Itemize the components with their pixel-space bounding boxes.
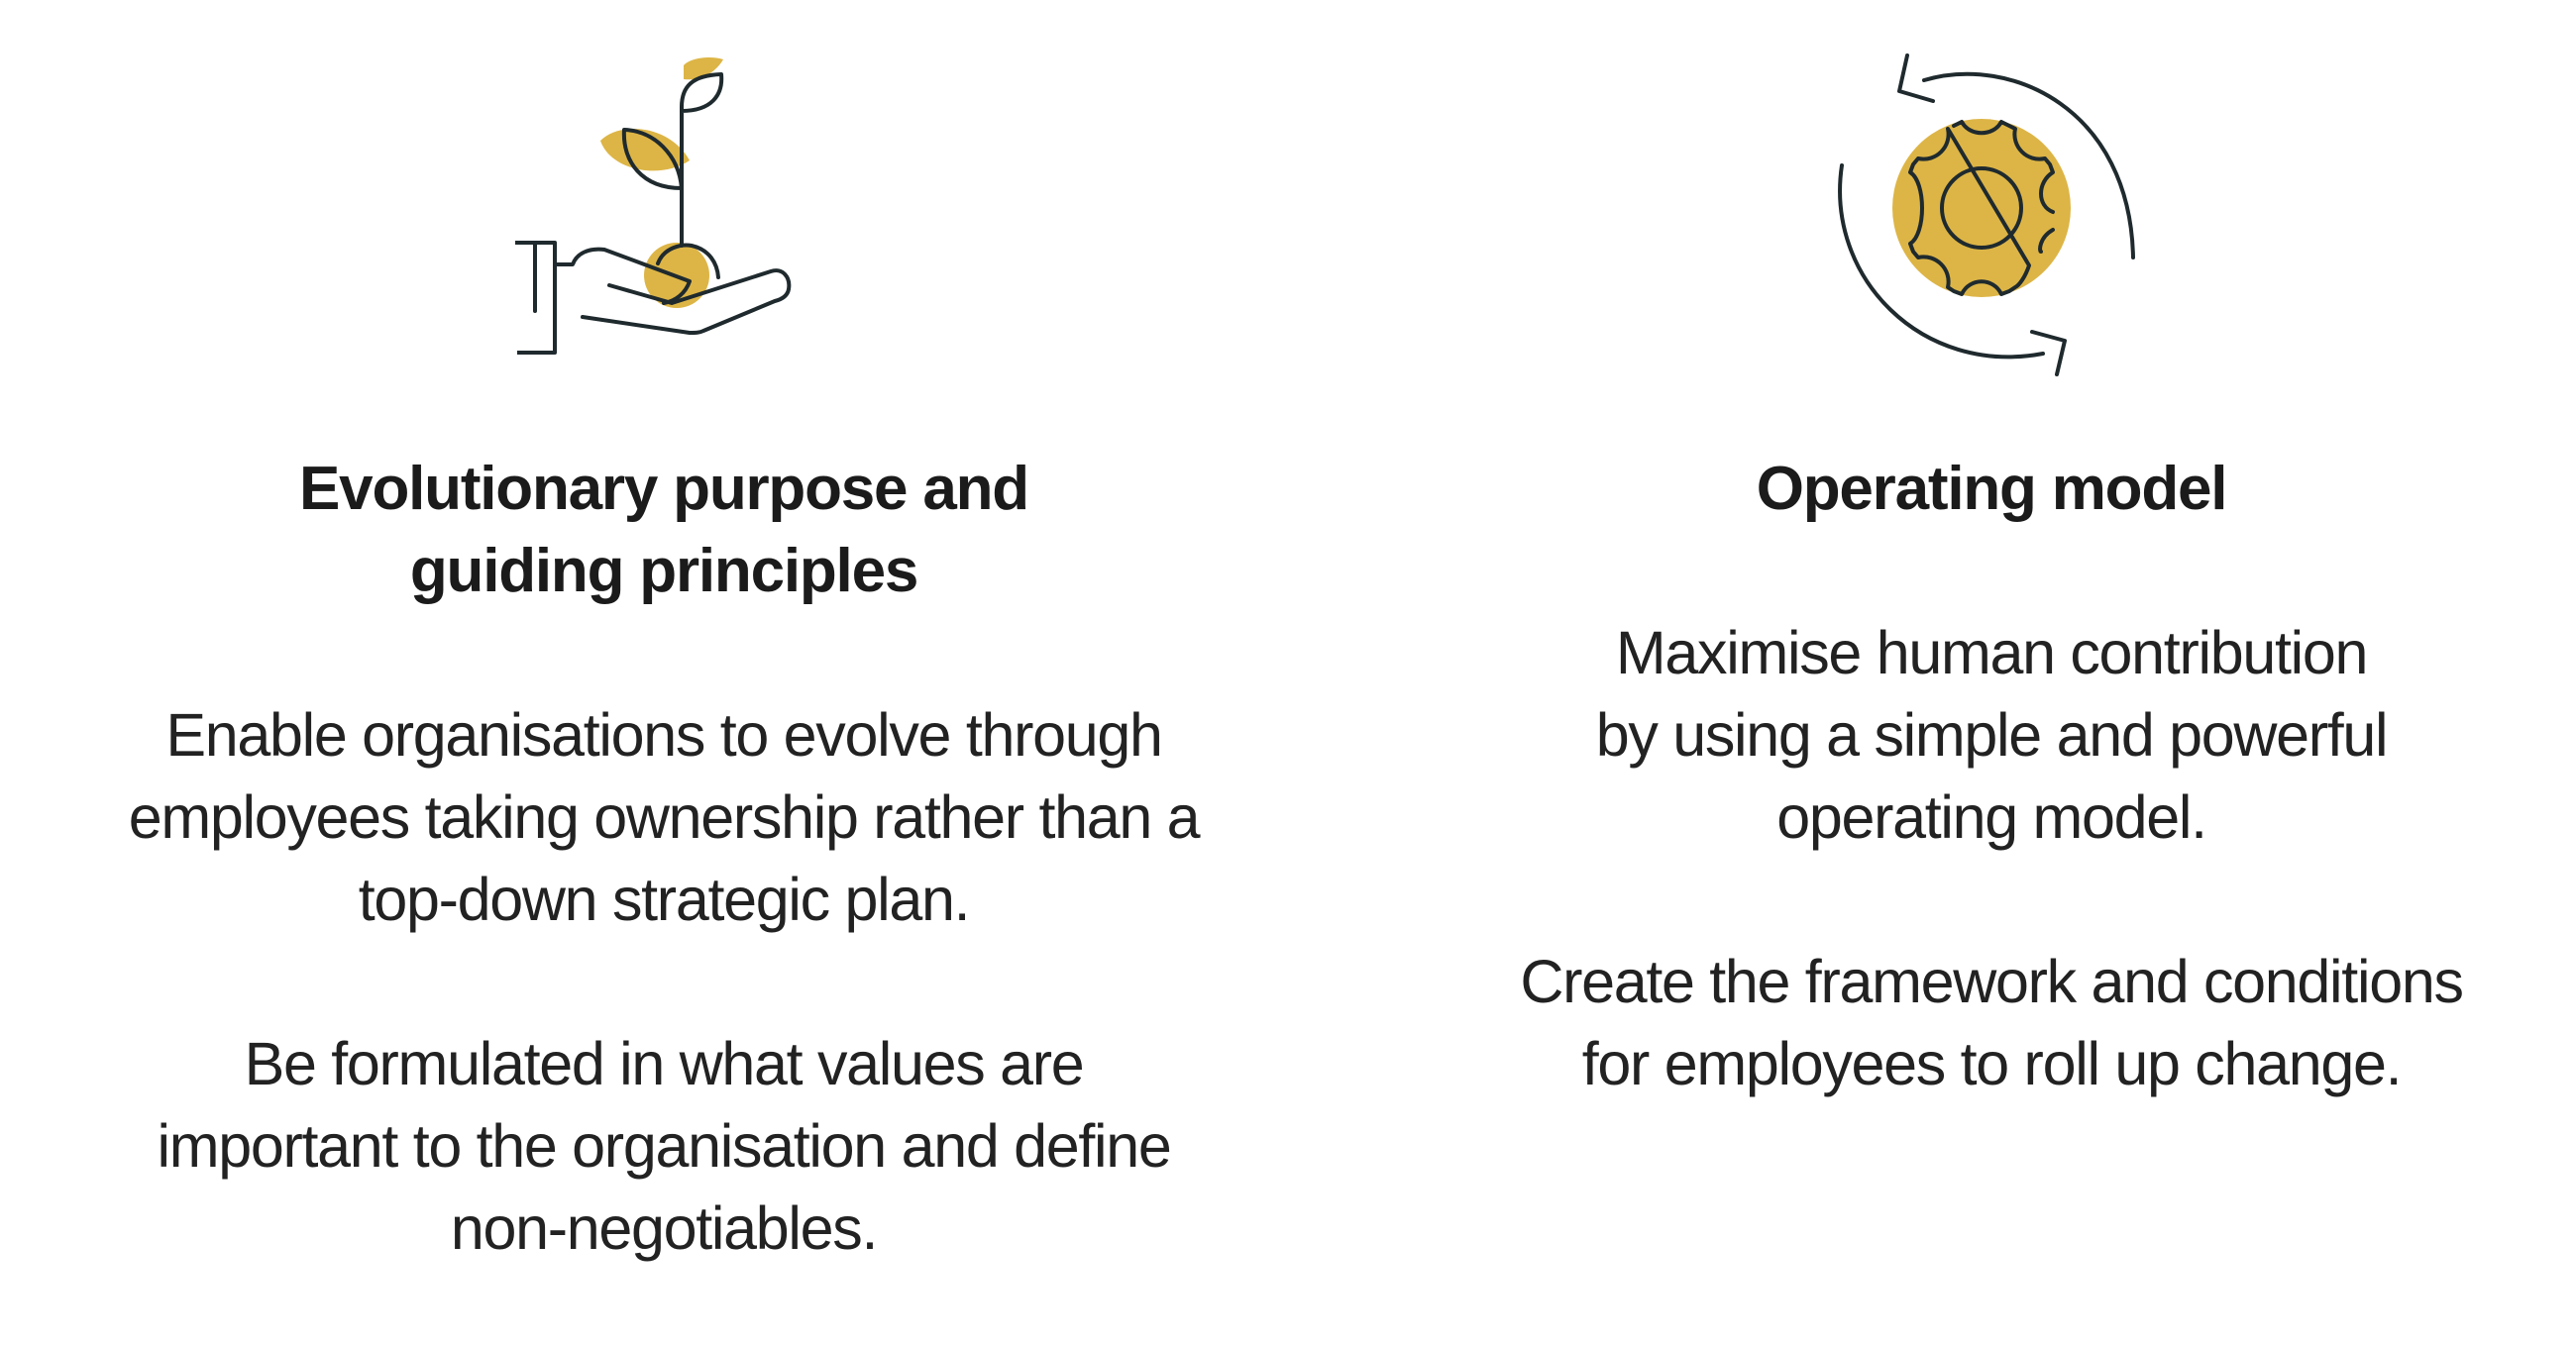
card-title: Operating model	[1338, 448, 2576, 530]
description-paragraph: Enable organisations to evolve through e…	[10, 694, 1318, 941]
card-description: Enable organisations to evolve through e…	[10, 694, 1318, 1270]
card-title-line: guiding principles	[409, 537, 919, 605]
card-title: Evolutionary purpose and guiding princip…	[10, 448, 1318, 612]
description-line: employees taking ownership rather than a	[128, 783, 1201, 851]
card-description: Maximise human contribution by using a s…	[1338, 612, 2576, 1105]
description-line: Maximise human contribution	[1615, 619, 2369, 686]
description-paragraph: Maximise human contribution by using a s…	[1338, 612, 2576, 859]
card-evolutionary-purpose: Evolutionary purpose and guiding princip…	[10, 0, 1318, 1345]
description-line: top-down strategic plan.	[358, 866, 971, 933]
hand-holding-sprout-icon	[515, 48, 812, 355]
description-line: operating model.	[1776, 783, 2207, 851]
description-line: important to the organisation and define	[157, 1112, 1171, 1180]
description-line: for employees to roll up change.	[1581, 1030, 2403, 1097]
description-line: Be formulated in what values are	[244, 1030, 1085, 1097]
card-title-line: Evolutionary purpose and	[299, 455, 1029, 523]
description-paragraph: Create the framework and conditions for …	[1338, 941, 2576, 1105]
card-title-line: Operating model	[1756, 455, 2228, 523]
description-line: Enable organisations to evolve through	[165, 701, 1163, 769]
description-line: non-negotiables.	[450, 1194, 879, 1262]
card-operating-model: Operating model Maximise human contribut…	[1338, 0, 2576, 1345]
description-line: by using a simple and powerful	[1595, 701, 2389, 769]
description-paragraph: Be formulated in what values are importa…	[10, 1023, 1318, 1270]
description-line: Create the framework and conditions	[1520, 948, 2464, 1015]
gear-cycle-icon	[1833, 50, 2150, 376]
